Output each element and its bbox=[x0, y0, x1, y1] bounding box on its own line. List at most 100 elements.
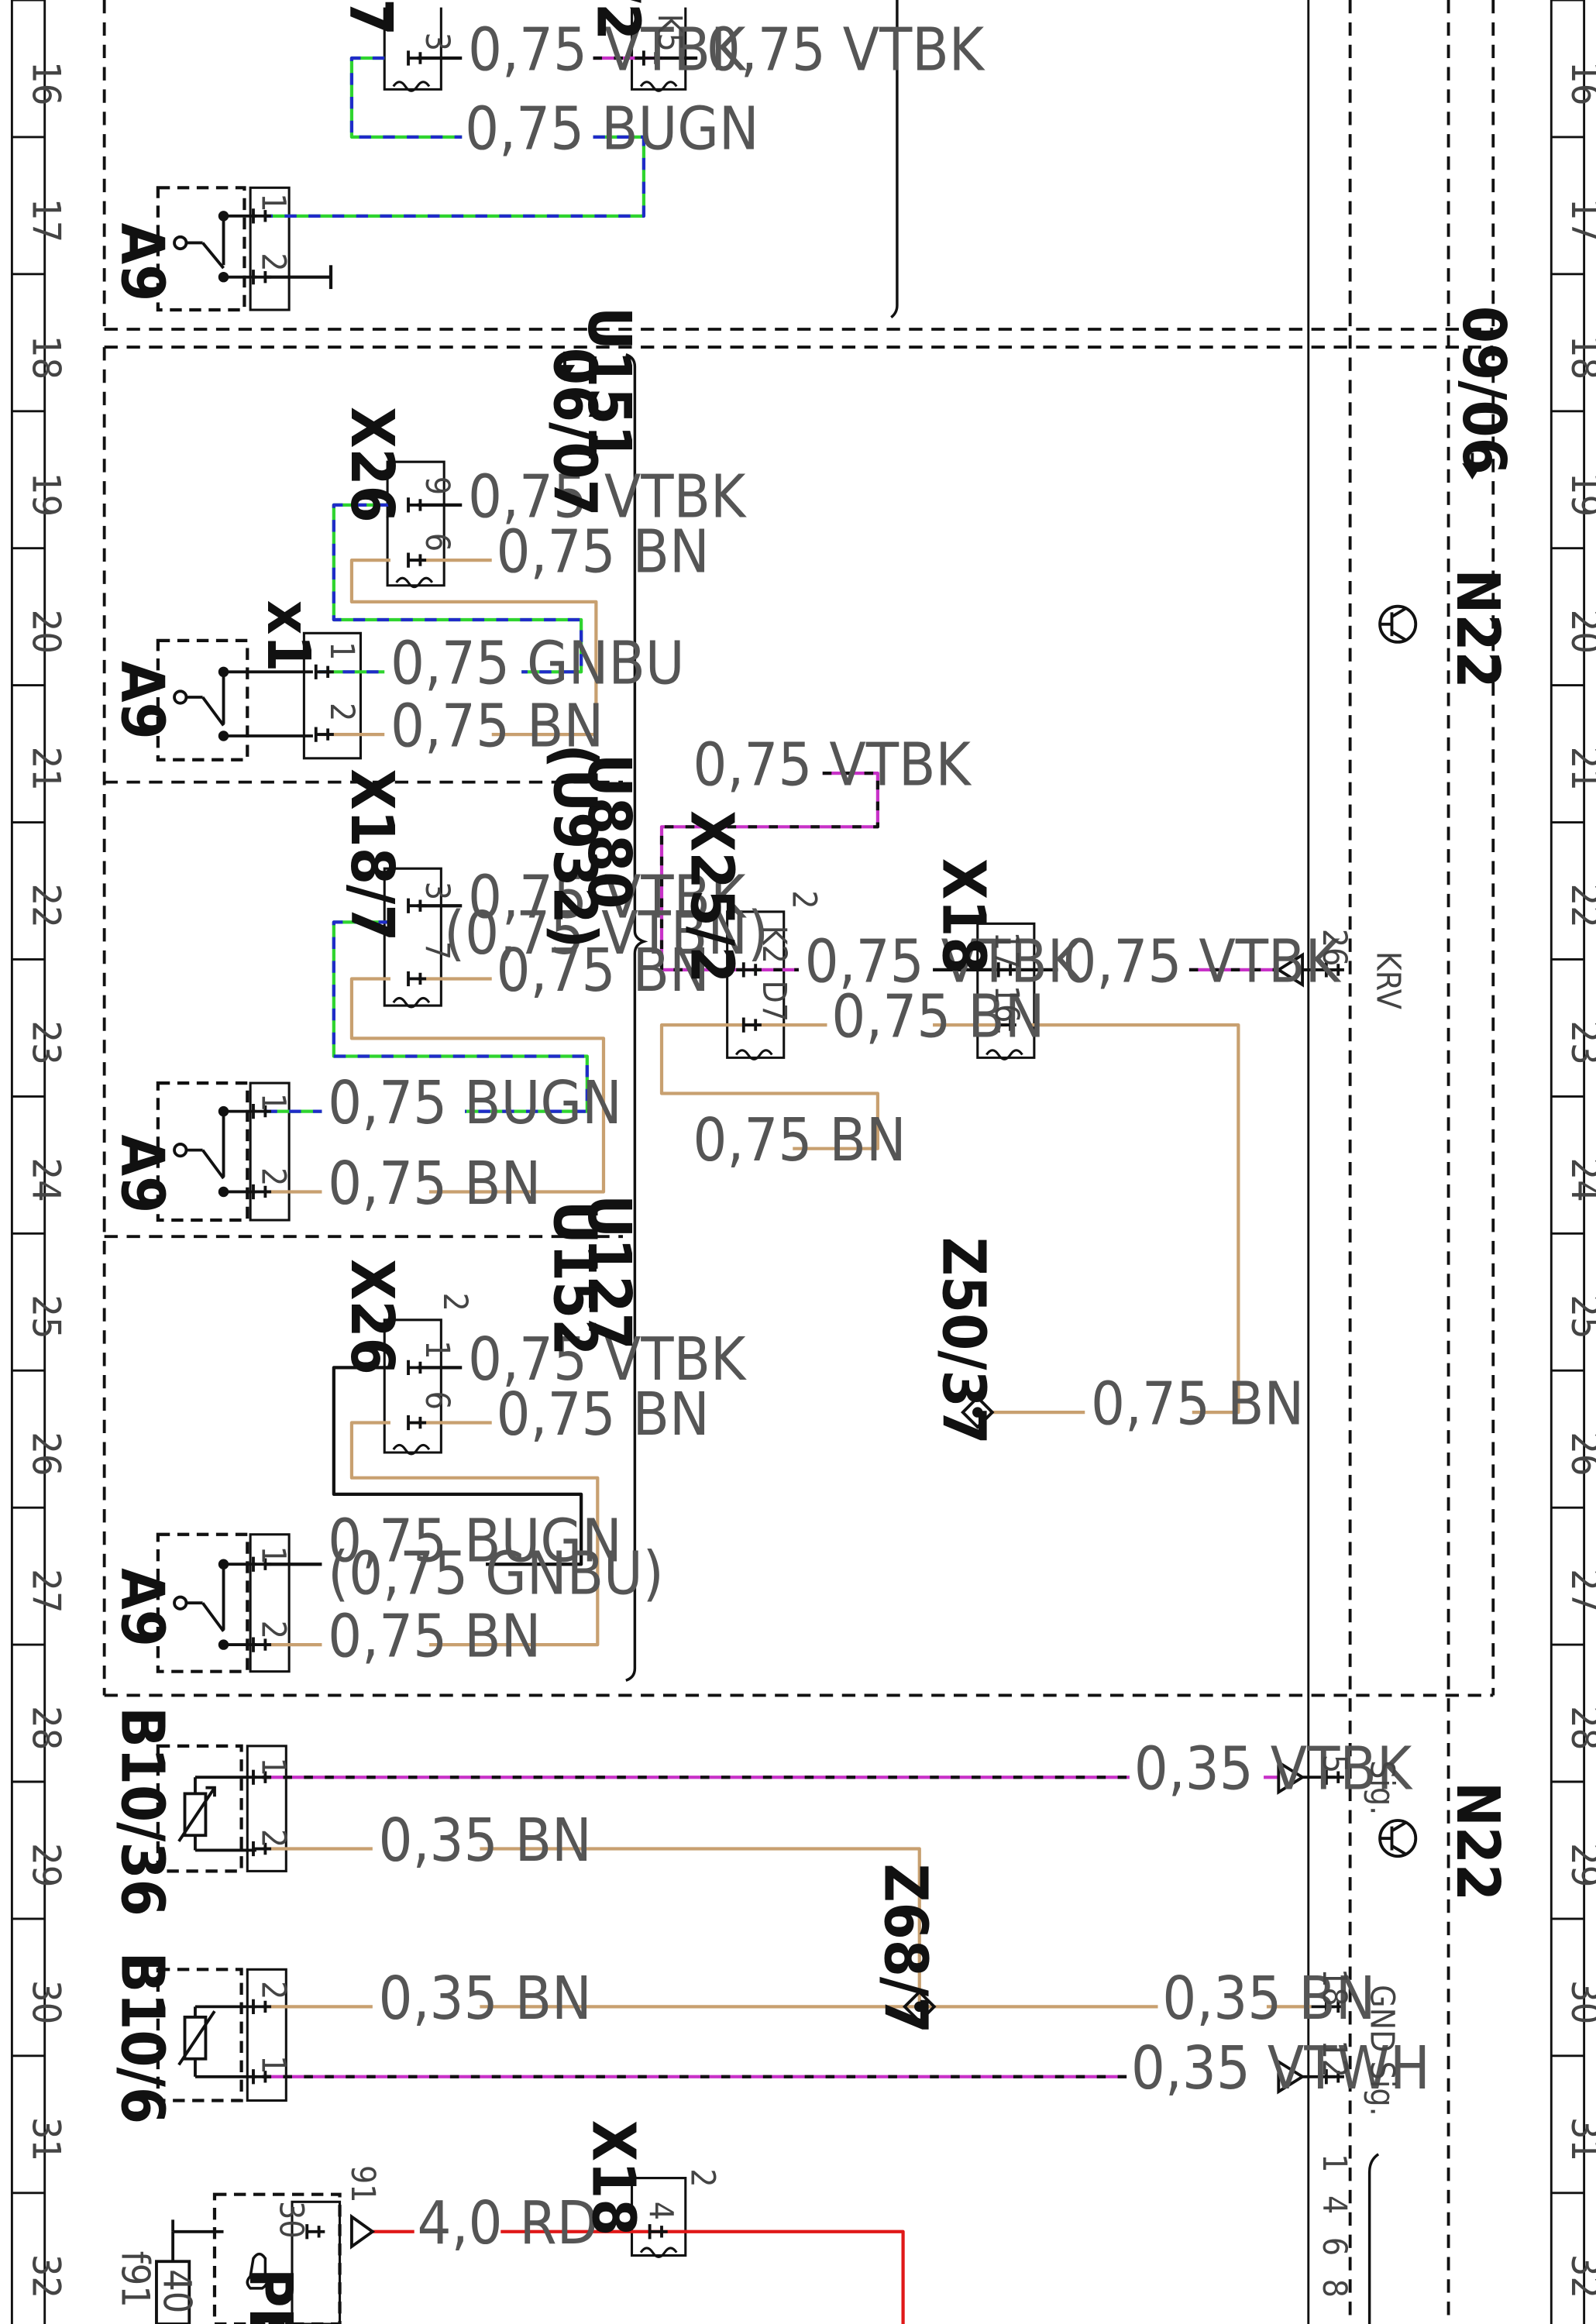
grid-number: 22 bbox=[23, 884, 68, 928]
pin-number: GND bbox=[1364, 1985, 1402, 2052]
fuse-rating: 40 bbox=[155, 2269, 200, 2313]
grid-number: 20 bbox=[1563, 610, 1596, 654]
connector-label: /2 bbox=[583, 0, 652, 40]
connector-label-x1: x1 bbox=[253, 600, 322, 672]
grid-number: 26 bbox=[1563, 1432, 1596, 1476]
wire-label: 0,75 BN bbox=[390, 692, 604, 761]
module-label-n22: N22 bbox=[1443, 1782, 1512, 1901]
grid-number: 31 bbox=[23, 2117, 68, 2161]
wire-label: 0,75 BUGN bbox=[328, 1507, 622, 1576]
wires bbox=[262, 56, 1312, 2324]
grid-number: 32 bbox=[23, 2254, 68, 2298]
wire-label: 0,75 VTBK bbox=[805, 927, 1084, 996]
grid-number: 22 bbox=[1563, 884, 1596, 928]
pin-number: 2 bbox=[255, 253, 293, 271]
pin-number: D7 bbox=[755, 981, 793, 1023]
pin-number: Sig. bbox=[1364, 2061, 1402, 2116]
wire-label: (0,75 GNBU) bbox=[328, 1540, 664, 1609]
pin-number: 18 bbox=[1316, 1968, 1354, 2006]
pin-number: 2 bbox=[323, 703, 361, 721]
reference-arrow-icons bbox=[554, 351, 1483, 480]
module-label-n22: N22 bbox=[1443, 569, 1512, 688]
wire-label: 0,35 VTWH bbox=[1131, 2034, 1430, 2103]
grid-number: 28 bbox=[23, 1706, 68, 1750]
inline-connectors bbox=[383, 7, 1036, 2257]
component-label-a9: A9 bbox=[108, 1135, 177, 1214]
pin-number: K5 bbox=[651, 14, 689, 52]
connector-label-x18: X18 bbox=[579, 2120, 648, 2236]
switch-icon bbox=[173, 211, 313, 1650]
wire-label: 0,75 VTBK bbox=[468, 1325, 747, 1394]
grid-number: 23 bbox=[1563, 1021, 1596, 1065]
date-label: 09/06 bbox=[1449, 306, 1518, 475]
code-label-u151: U151 bbox=[574, 307, 643, 462]
wire-label: 0,75 BN bbox=[497, 1380, 710, 1449]
pin-number: 1 bbox=[255, 1546, 293, 1565]
component-boxes bbox=[156, 186, 342, 2324]
connector-label-x18-7: X18/7 bbox=[337, 768, 406, 941]
fuse-label-f91: f91 bbox=[113, 2251, 158, 2308]
pin-number: 9 bbox=[418, 476, 456, 495]
grid-number: 26 bbox=[23, 1432, 68, 1476]
grid-number: 31 bbox=[1563, 2117, 1596, 2161]
pin-number: 1 bbox=[255, 1758, 293, 1776]
component-label-a9: A9 bbox=[108, 223, 177, 302]
grid-number: 24 bbox=[1563, 1157, 1596, 1202]
grid-number: 19 bbox=[23, 473, 68, 517]
wire-label: 0,35 BN bbox=[379, 1965, 592, 2033]
connector-label-x25-2: X25/2 bbox=[676, 810, 745, 983]
pin-number: 2 bbox=[683, 2168, 721, 2187]
transistor-icon bbox=[1378, 604, 1418, 1858]
wire-label: 0,75 VTBK bbox=[707, 15, 985, 84]
hand-icon bbox=[246, 2252, 270, 2290]
pin-number: 8 bbox=[1316, 2279, 1354, 2298]
wire-label: (0,75 VTBN) bbox=[444, 899, 769, 968]
grid-number: 16 bbox=[23, 61, 68, 105]
pin-number: 1 bbox=[1316, 2154, 1354, 2172]
signal-arrows bbox=[350, 952, 1336, 2250]
wire-label: 0,35 BN bbox=[379, 1807, 592, 1875]
pin-number: 1 bbox=[418, 1340, 456, 1359]
grid-number: 24 bbox=[23, 1157, 68, 1202]
grid-number: 30 bbox=[23, 1980, 68, 2024]
grid-number: 23 bbox=[23, 1021, 68, 1065]
pin-number: KRV bbox=[1369, 951, 1407, 1009]
wire-label: 0,75 BN bbox=[831, 982, 1044, 1051]
grid-number: 27 bbox=[23, 1569, 68, 1613]
pin-number: Sig. bbox=[1364, 1760, 1402, 1815]
pin-number: 4 bbox=[1316, 2195, 1354, 2214]
wire-label: 0,75 GNBU bbox=[390, 630, 685, 699]
grid-number: 18 bbox=[23, 335, 68, 380]
splice-label-z68-7: Z68/7 bbox=[871, 1863, 940, 2033]
wire-label: 0,75 BUGN bbox=[328, 1069, 622, 1138]
pin-number: 2 bbox=[255, 1829, 293, 1848]
pin-number: 16 bbox=[988, 985, 1026, 1023]
code-label-u932: (U932) bbox=[540, 744, 609, 948]
grid-number: 29 bbox=[23, 1843, 68, 1887]
splice-label-z50-37: Z50/37 bbox=[929, 1237, 998, 1445]
pin-number: 6 bbox=[418, 533, 456, 552]
connector-label-x26: X26 bbox=[337, 1259, 406, 1375]
splice-icon bbox=[902, 1395, 995, 2024]
pin-number: K2 bbox=[755, 926, 793, 964]
grid-number: 20 bbox=[23, 610, 68, 654]
grid-number: 25 bbox=[1563, 1294, 1596, 1339]
wire-label: 0,75 VTBK bbox=[1062, 927, 1341, 996]
connector-label: /7 bbox=[335, 0, 404, 36]
pin-number: 12 bbox=[1316, 2040, 1354, 2077]
module-boundaries bbox=[102, 0, 1495, 2324]
grid-number: 21 bbox=[1563, 747, 1596, 791]
code-label-u152: U152 bbox=[540, 1201, 609, 1356]
wire-label: 0,75 VTBK bbox=[693, 731, 972, 799]
pin-number: 3 bbox=[418, 33, 456, 51]
pin-number: 5 bbox=[1316, 1755, 1354, 1773]
grid-number: 16 bbox=[1563, 61, 1596, 105]
pin-number: 17 bbox=[988, 932, 1026, 969]
sensor-resistor-icon bbox=[177, 1776, 256, 2078]
grid-number: 18 bbox=[1563, 335, 1596, 380]
code-label-u880: U880 bbox=[574, 754, 643, 909]
grid-number: 17 bbox=[23, 198, 68, 242]
pin-number: 1 bbox=[255, 2055, 293, 2074]
